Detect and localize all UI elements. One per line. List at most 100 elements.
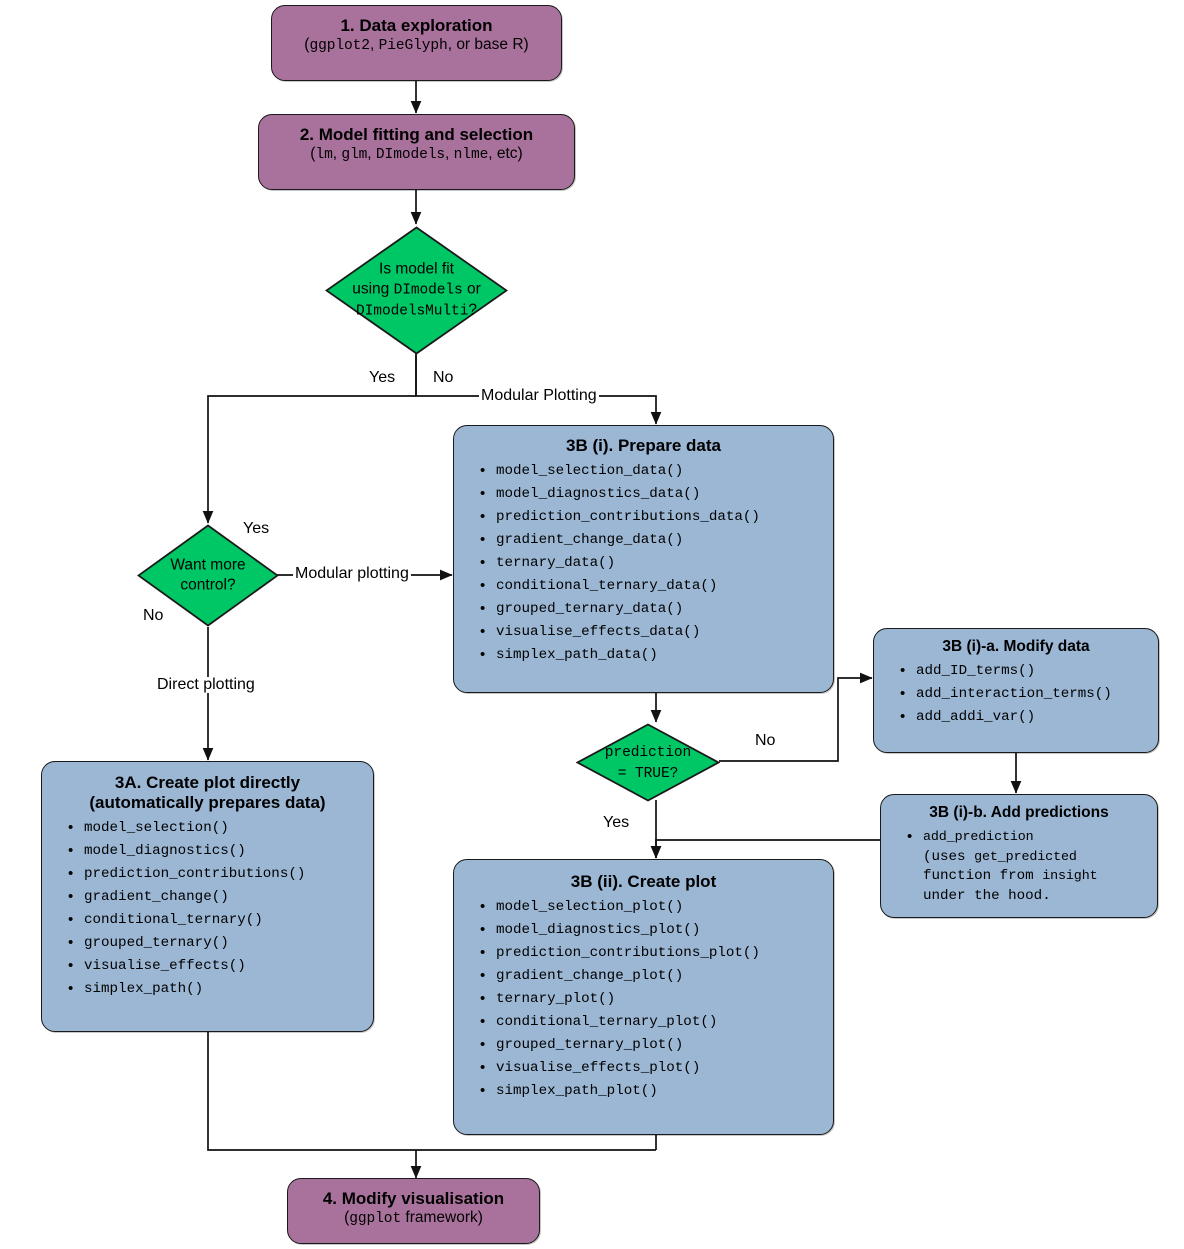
- edge-label-modular-plotting-top: Modular Plotting: [479, 387, 599, 404]
- node-model-fitting[interactable]: 2. Model fitting and selection (lm, glm,…: [258, 114, 575, 190]
- list-item: conditional_ternary(): [68, 908, 361, 932]
- decision-line-1: prediction: [576, 741, 720, 762]
- subtitle-post: framework): [401, 1208, 483, 1226]
- list-item: ternary_plot(): [480, 987, 821, 1011]
- node-title: 3B (i). Prepare data: [566, 436, 721, 455]
- list-item: add_addi_var(): [900, 705, 1146, 729]
- code-nlme: nlme: [453, 146, 489, 163]
- decision-label: Is model fit using DImodels or DImodelsM…: [325, 259, 508, 322]
- node-modify-visualisation[interactable]: 4. Modify visualisation (ggplot framewor…: [287, 1178, 540, 1244]
- node-subtitle: (lm, glm, DImodels, nlme, etc): [267, 145, 566, 164]
- edge-label-yes-prediction: Yes: [601, 814, 632, 831]
- list-item: model_selection_plot(): [480, 895, 821, 919]
- edge-label-no-prediction: No: [753, 732, 778, 749]
- code-dimodelsmulti: DImodelsMulti: [356, 303, 469, 320]
- decision-line2-pre: using: [352, 280, 394, 298]
- function-list: add_prediction (uses get_predicted funct…: [893, 827, 1145, 906]
- node-title: 3B (i)-b. Add predictions: [929, 804, 1109, 821]
- node-subtitle: (ggplot framework): [298, 1209, 529, 1228]
- diamond-shape: [137, 524, 279, 627]
- code-insight: insight: [1042, 869, 1098, 885]
- edge-label-no-control: No: [141, 607, 166, 624]
- item-line-3-pre: function from: [923, 868, 1043, 885]
- function-list: model_selection() model_diagnostics() pr…: [54, 816, 361, 1001]
- node-data-exploration[interactable]: 1. Data exploration (ggplot2, PieGlyph, …: [271, 5, 562, 81]
- decision-line-2: control?: [180, 576, 236, 594]
- function-list: model_selection_data() model_diagnostics…: [466, 459, 821, 667]
- subtitle-text: (: [304, 35, 310, 53]
- decision-line-1: Want more: [170, 556, 246, 574]
- decision-label: prediction = TRUE?: [576, 741, 720, 783]
- decision-line3-post: ?: [468, 301, 477, 319]
- list-item: simplex_path(): [68, 977, 361, 1001]
- item-line-4: under the hood.: [923, 887, 1051, 904]
- list-item: prediction_contributions_data(): [480, 505, 821, 529]
- code-get-predicted: get_predicted: [974, 849, 1077, 865]
- edge-label-modular-plotting-mid: Modular plotting: [293, 565, 411, 582]
- subtitle-sep-1: ,: [332, 144, 342, 162]
- list-item: model_diagnostics_plot(): [480, 918, 821, 942]
- diamond-shape: [325, 226, 508, 355]
- decision-line-2: using DImodels or: [325, 280, 508, 301]
- edge-label-yes-model-fit: Yes: [367, 369, 398, 386]
- list-item: add_ID_terms(): [900, 659, 1146, 683]
- list-item: visualise_effects_plot(): [480, 1056, 821, 1080]
- node-create-plot[interactable]: 3B (ii). Create plot model_selection_plo…: [453, 859, 834, 1135]
- subtitle-tail: , etc): [488, 144, 523, 162]
- node-title: 3B (ii). Create plot: [570, 872, 717, 891]
- item-line-2-pre: (uses: [923, 848, 975, 865]
- decision-prediction-true[interactable]: prediction = TRUE?: [576, 723, 720, 802]
- list-item: gradient_change_data(): [480, 528, 821, 552]
- list-item: grouped_ternary_data(): [480, 597, 821, 621]
- list-item: ternary_data(): [480, 551, 821, 575]
- list-item: visualise_effects_data(): [480, 620, 821, 644]
- code-ggplot2: ggplot2: [309, 37, 370, 54]
- node-modify-data[interactable]: 3B (i)-a. Modify data add_ID_terms() add…: [873, 628, 1159, 753]
- diamond-shape: [576, 723, 720, 802]
- node-title: 1. Data exploration: [340, 16, 493, 35]
- list-item: model_diagnostics_data(): [480, 482, 821, 506]
- list-item: gradient_change(): [68, 885, 361, 909]
- code-dimodels: DImodels: [393, 282, 463, 299]
- edge-add-predictions-to-create-plot: [650, 839, 882, 859]
- decision-want-more-control[interactable]: Want more control?: [137, 524, 279, 627]
- node-title: 3B (i)-a. Modify data: [942, 638, 1090, 655]
- decision-line-3: DImodelsMulti?: [325, 301, 508, 322]
- decision-line2-post: or: [462, 280, 481, 298]
- list-item: prediction_contributions(): [68, 862, 361, 886]
- node-title-line-1: 3A. Create plot directly: [114, 773, 301, 792]
- node-create-plot-directly[interactable]: 3A. Create plot directly (automatically …: [41, 761, 374, 1032]
- node-title: 4. Modify visualisation: [322, 1189, 505, 1208]
- list-item: gradient_change_plot(): [480, 964, 821, 988]
- decision-line-2: = TRUE?: [576, 763, 720, 784]
- function-list: add_ID_terms() add_interaction_terms() a…: [886, 659, 1146, 729]
- code-ggplot: ggplot: [349, 1210, 402, 1227]
- code-dimodels: DImodels: [375, 146, 446, 163]
- decision-line-1: Is model fit: [379, 260, 454, 278]
- list-item: add_interaction_terms(): [900, 682, 1146, 706]
- code-add-prediction: add_prediction: [923, 830, 1034, 846]
- decision-is-model-fit[interactable]: Is model fit using DImodels or DImodelsM…: [325, 226, 508, 355]
- subtitle-sep-2: ,: [367, 144, 376, 162]
- edge-label-direct-plotting: Direct plotting: [155, 676, 257, 693]
- code-glm: glm: [341, 146, 368, 163]
- code-true: = TRUE?: [617, 765, 679, 782]
- node-prepare-data[interactable]: 3B (i). Prepare data model_selection_dat…: [453, 425, 834, 693]
- list-item: model_selection(): [68, 816, 361, 840]
- node-add-predictions[interactable]: 3B (i)-b. Add predictions add_prediction…: [880, 794, 1158, 918]
- list-item: conditional_ternary_plot(): [480, 1010, 821, 1034]
- node-title: 2. Model fitting and selection: [299, 125, 534, 144]
- edge-label-no-model-fit: No: [431, 369, 456, 386]
- list-item: grouped_ternary_plot(): [480, 1033, 821, 1057]
- subtitle-pre: (: [344, 1208, 350, 1226]
- list-item: simplex_path_data(): [480, 643, 821, 667]
- list-item: model_selection_data(): [480, 459, 821, 483]
- subtitle-text: (: [310, 144, 316, 162]
- list-item: add_prediction (uses get_predicted funct…: [907, 827, 1145, 906]
- list-item: simplex_path_plot(): [480, 1079, 821, 1103]
- list-item: visualise_effects(): [68, 954, 361, 978]
- function-list: model_selection_plot() model_diagnostics…: [466, 895, 821, 1103]
- code-lm: lm: [315, 146, 333, 163]
- list-item: grouped_ternary(): [68, 931, 361, 955]
